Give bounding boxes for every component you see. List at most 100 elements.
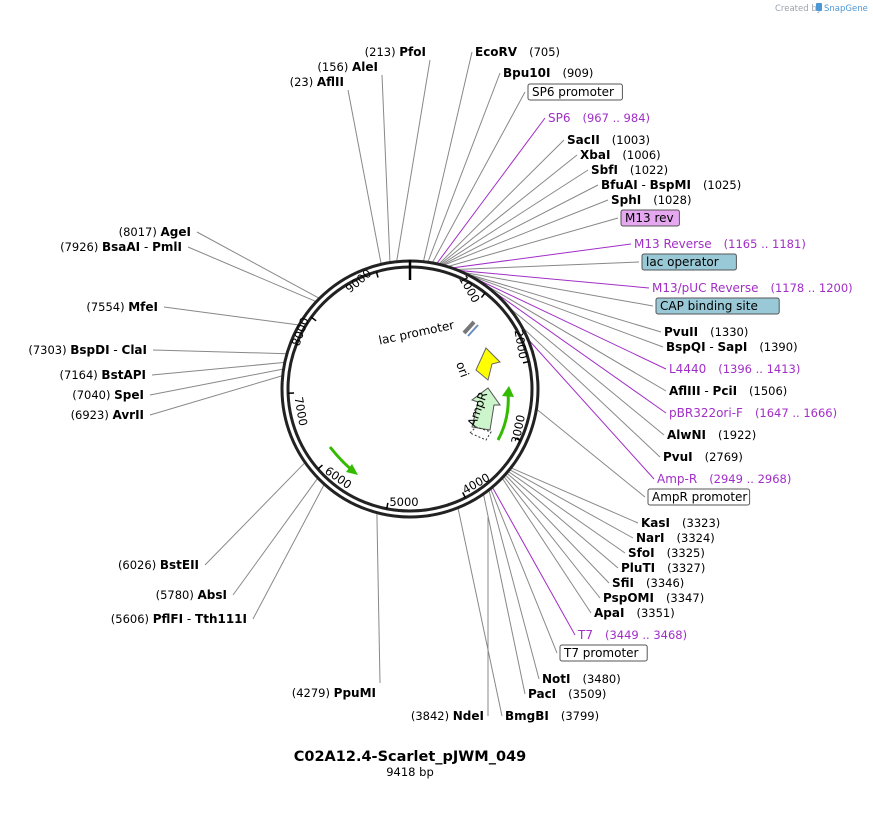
label-m13-puc-reverse: M13/pUC Reverse(1178 .. 1200) bbox=[652, 281, 853, 295]
label-pflfi: (5606) PflFI - Tth111I bbox=[111, 612, 247, 626]
label-text: (7040) SpeI bbox=[72, 388, 144, 402]
connector-bmgbi bbox=[457, 507, 503, 717]
label-text: ApaI(3351) bbox=[594, 606, 675, 620]
label-text: BmgBI(3799) bbox=[505, 709, 599, 723]
label-agei: (8017) AgeI bbox=[119, 225, 191, 239]
left-labels: (213) PfoI(156) AleI(23) AflII(8017) Age… bbox=[28, 45, 484, 723]
label-avrii: (6923) AvrII bbox=[71, 408, 144, 422]
connector-ampr-promoter bbox=[536, 408, 646, 498]
connector-bspqi bbox=[465, 273, 664, 348]
connector-m13-rev bbox=[447, 217, 619, 268]
connector-ppumi bbox=[376, 512, 381, 684]
label-text: M13 Reverse(1165 .. 1181) bbox=[634, 237, 806, 251]
label-pbr322ori-f: pBR322ori-F(1647 .. 1666) bbox=[669, 406, 837, 420]
label-pspomi: PspOMI(3347) bbox=[603, 591, 704, 605]
label-text: (7303) BspDI - ClaI bbox=[28, 343, 147, 357]
label-m13-rev: M13 rev bbox=[620, 209, 680, 227]
label-sp6: SP6(967 .. 984) bbox=[548, 111, 650, 125]
tick-mark bbox=[522, 360, 530, 364]
orf-arrow-6000 bbox=[328, 446, 358, 475]
feature-name: lac operator bbox=[646, 255, 719, 269]
label-text: SP6(967 .. 984) bbox=[548, 111, 650, 125]
snapgene-logo-icon bbox=[816, 3, 822, 11]
label-absi: (5780) AbsI bbox=[156, 588, 227, 602]
feature-name: M13 rev bbox=[625, 211, 674, 225]
connector-spei bbox=[149, 368, 284, 396]
label-pvui: PvuI(2769) bbox=[663, 450, 743, 464]
connector-kasi bbox=[510, 467, 639, 524]
connector-cap-binding-site bbox=[461, 271, 654, 307]
label-ampr-promoter: AmpR promoter bbox=[647, 488, 751, 506]
label-text: (5780) AbsI bbox=[156, 588, 227, 602]
label-text: PspOMI(3347) bbox=[603, 591, 704, 605]
connector-sfii bbox=[504, 474, 610, 584]
connector-noti bbox=[488, 489, 540, 680]
label-t7: T7(3449 .. 3468) bbox=[577, 628, 687, 642]
label-bsteii: (6026) BstEII bbox=[118, 558, 199, 572]
connector-bfuai bbox=[441, 184, 599, 266]
label-text: SacII(1003) bbox=[567, 133, 650, 147]
label-text: (7926) BsaAI - PmlI bbox=[60, 240, 182, 254]
label-text: NotI(3480) bbox=[542, 672, 621, 686]
connector-t7 bbox=[491, 486, 576, 636]
label-spei: (7040) SpeI bbox=[72, 388, 144, 402]
label-sfoi: SfoI(3325) bbox=[628, 546, 705, 560]
label-xbai: XbaI(1006) bbox=[580, 148, 661, 162]
connector-alei bbox=[381, 74, 391, 263]
plasmid-length: 9418 bp bbox=[386, 765, 434, 779]
tick-mark bbox=[317, 464, 323, 470]
tick-mark bbox=[480, 292, 486, 299]
label-text: AlwNI(1922) bbox=[667, 428, 756, 442]
tick-mark bbox=[461, 492, 467, 499]
label-pvuii: PvuII(1330) bbox=[664, 325, 748, 339]
label-text: SfoI(3325) bbox=[628, 546, 705, 560]
feature-box bbox=[527, 83, 623, 101]
connector-afliii bbox=[473, 277, 667, 392]
feature-box bbox=[620, 209, 680, 227]
label-mfei: (7554) MfeI bbox=[86, 300, 158, 314]
feature-name: SP6 promoter bbox=[532, 85, 614, 99]
label-kasi: KasI(3323) bbox=[641, 516, 720, 530]
feature-box bbox=[655, 297, 780, 315]
label-text: PvuI(2769) bbox=[663, 450, 743, 464]
label-text: (5606) PflFI - Tth111I bbox=[111, 612, 247, 626]
label-text: Bpu10I(909) bbox=[503, 66, 593, 80]
connector-bsteii bbox=[204, 462, 306, 566]
connector-sp6-promoter bbox=[431, 91, 526, 264]
connector-xbai bbox=[439, 154, 578, 265]
connector-pluti bbox=[506, 472, 619, 569]
tick-label: 7000 bbox=[292, 396, 311, 427]
connector-sphi bbox=[442, 199, 609, 266]
feature-ori-arrow bbox=[475, 347, 501, 381]
label-text: PluTI(3327) bbox=[621, 561, 705, 575]
label-cap-binding-site: CAP binding site bbox=[655, 297, 780, 315]
label-lac-operator: lac operator bbox=[641, 253, 737, 271]
plasmid-name: C02A12.4-Scarlet_pJWM_049 bbox=[294, 749, 527, 765]
ampr-orf-arrow bbox=[496, 386, 514, 441]
connector-pvui bbox=[521, 326, 661, 458]
plasmid-backbone bbox=[280, 259, 540, 519]
label-ecorv: EcoRV(705) bbox=[475, 45, 560, 59]
label-text: (4279) PpuMI bbox=[292, 686, 376, 700]
label-l4440: L4440(1396 .. 1413) bbox=[669, 362, 800, 376]
label-text: (3842) NdeI bbox=[411, 709, 484, 723]
tick-label: 5000 bbox=[389, 495, 418, 509]
label-text: PacI(3509) bbox=[528, 687, 606, 701]
label-pluti: PluTI(3327) bbox=[621, 561, 705, 575]
label-t7-promoter: T7 promoter bbox=[559, 644, 648, 662]
tick-mark bbox=[385, 502, 389, 509]
feature-lac-promoter-arrow bbox=[462, 320, 479, 337]
label-text: (8017) AgeI bbox=[119, 225, 191, 239]
connector-apai bbox=[501, 477, 592, 614]
label-text: (6923) AvrII bbox=[71, 408, 144, 422]
connector-pvuii bbox=[463, 272, 662, 333]
connector-avrii bbox=[149, 375, 283, 416]
label-text: EcoRV(705) bbox=[475, 45, 560, 59]
feature-name: AmpR promoter bbox=[652, 490, 747, 504]
label-text: AflIII - PciI(1506) bbox=[669, 384, 787, 398]
connector-nari bbox=[509, 469, 634, 539]
connector-lac-operator bbox=[455, 261, 640, 271]
label-text: KasI(3323) bbox=[641, 516, 720, 530]
label-sacii: SacII(1003) bbox=[567, 133, 650, 147]
